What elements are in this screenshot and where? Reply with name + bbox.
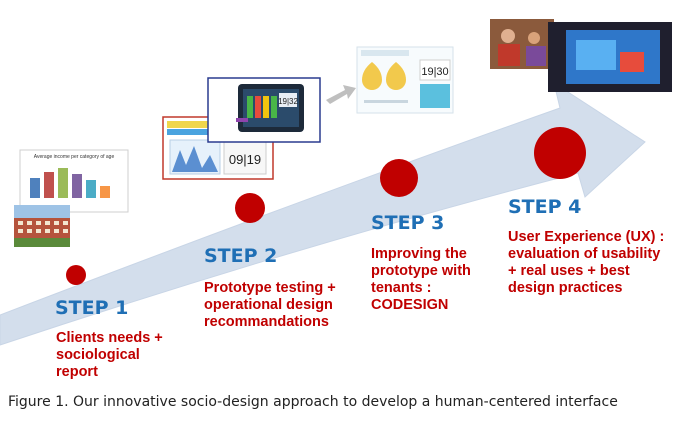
milestone-step1 xyxy=(66,265,86,285)
step4-title: STEP 4 xyxy=(508,196,582,218)
figure-caption: Figure 1. Our innovative socio-design ap… xyxy=(8,394,618,410)
thumbnail-clock-a: 19|32 xyxy=(278,97,298,106)
step4-illustration xyxy=(490,19,672,92)
transition-arrow xyxy=(326,85,356,104)
milestone-step3 xyxy=(380,159,418,197)
thumbnail-clock-b: 09|19 xyxy=(229,152,261,167)
step2-title: STEP 2 xyxy=(204,245,278,267)
step2-description: Prototype testing + operational design r… xyxy=(204,280,336,330)
milestone-step4 xyxy=(534,127,586,179)
step1-title: STEP 1 xyxy=(55,297,129,319)
step3-title: STEP 3 xyxy=(371,212,445,234)
progress-arrow xyxy=(0,81,646,346)
step3-description: Improving the prototype with tenants : C… xyxy=(371,246,471,313)
income-chart-title: Average income per category of age xyxy=(34,154,115,160)
step4-description: User Experience (UX) : evaluation of usa… xyxy=(508,229,665,296)
step1-description: Clients needs + sociological report xyxy=(56,330,163,380)
milestone-step2 xyxy=(235,193,265,223)
step2-illustration: 09|19 19|32 xyxy=(162,77,321,180)
step1-illustration: Average income per category of age xyxy=(14,149,129,247)
thumbnail-clock-c: 19|30 xyxy=(421,66,448,78)
step3-illustration: 19|30 xyxy=(356,46,454,114)
